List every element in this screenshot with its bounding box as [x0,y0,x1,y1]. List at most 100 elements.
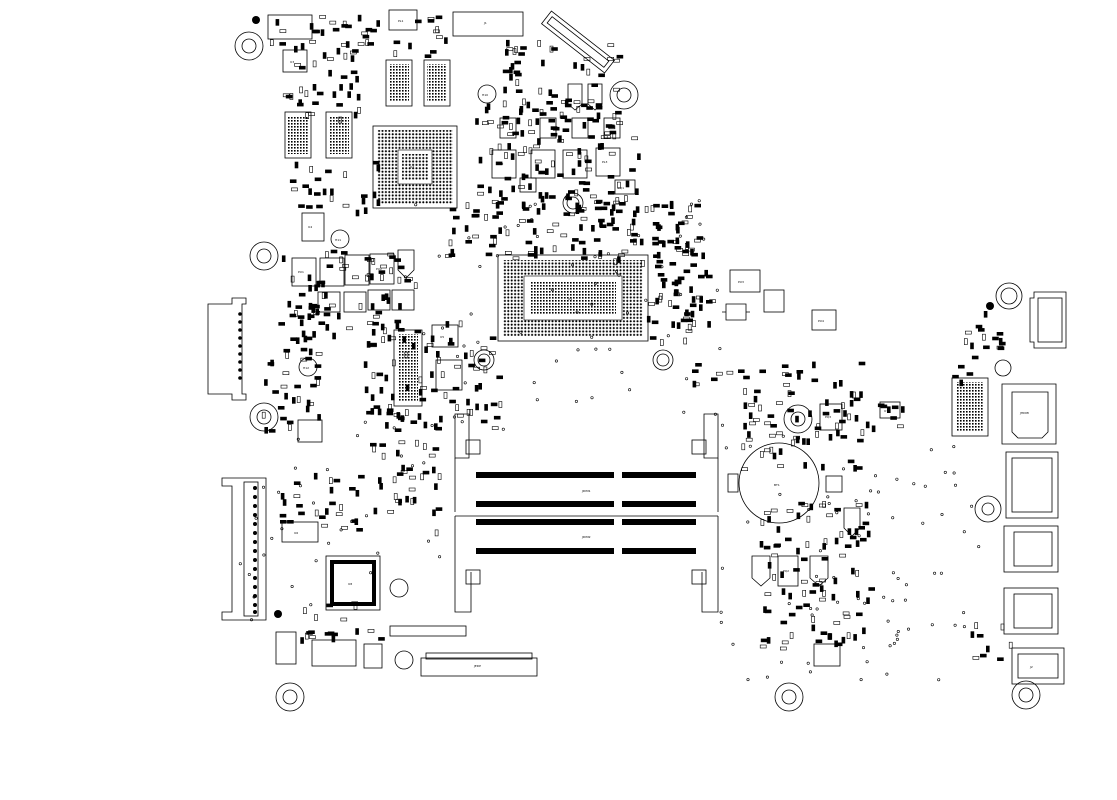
smd-part [496,375,504,380]
smd-part [346,326,353,331]
smd-part [264,379,268,386]
smd-part [315,351,323,356]
smd-part [855,590,860,598]
smd-part [449,399,456,404]
smd-part [314,509,319,517]
smd-part [557,173,564,177]
smd-part [280,384,288,389]
smd-part [488,351,496,355]
smd-part [847,413,851,421]
smd-part [847,528,852,535]
connector [275,631,297,665]
smd-part [833,381,837,389]
smd-part [629,168,636,172]
dimm-contacts [622,519,696,525]
smd-part [594,200,601,204]
smd-part [748,403,756,407]
smd-part [552,222,560,227]
smd-part [862,627,866,635]
smd-part [843,410,847,417]
via [469,312,473,316]
smd-part [523,146,527,153]
smd-part [306,205,313,209]
smd-part [367,258,374,263]
inductor [729,269,761,293]
via [818,549,822,553]
smd-part [544,168,549,175]
smd-part [806,515,811,523]
via-ring [994,359,1012,377]
smd-part [835,422,839,430]
smd-part [998,337,1003,345]
smd-part [395,322,400,330]
component-label: PU3 [738,280,744,284]
via [614,269,618,273]
smd-part [427,19,435,23]
smd-part [858,361,866,366]
smd-part [330,188,334,196]
smd-part [871,425,876,433]
smd-part [819,585,824,592]
smd-part [270,359,274,367]
smd-part [469,350,474,357]
smd-part [550,132,558,137]
smd-part [295,305,303,309]
smd-part [769,446,774,454]
smd-part [393,493,398,500]
smd-part [435,507,443,511]
smd-part [781,640,789,645]
smd-part [281,255,286,262]
smd-part [767,561,772,569]
via [355,434,359,438]
via [778,492,782,496]
smd-part [749,421,756,426]
via [896,629,900,633]
smd-part [550,160,555,168]
connector [811,309,837,331]
smd-part [298,65,306,70]
smd-part [309,635,316,639]
smd-part [565,196,572,201]
smd-part [305,112,310,119]
smd-part [363,361,368,368]
smd-part [686,215,693,219]
smd-part [521,201,526,209]
smd-part [682,252,690,256]
smd-part [466,408,471,416]
smd-part [398,303,402,310]
smd-part [617,256,621,263]
mounting-hole [249,241,279,271]
smd-part [290,275,295,283]
smd-part [431,466,436,474]
smd-part [285,352,290,359]
smd-part [607,175,615,179]
smd-part [650,205,655,212]
right-lower-cluster: PQ2 PQ3 PU3 PU4 [722,269,861,667]
smd-part [464,225,469,232]
dimm-contacts [476,501,614,507]
smd-part [287,519,294,524]
via [594,347,598,351]
smd-part [316,91,324,96]
via [836,600,840,604]
smd-part [308,348,313,356]
smd-part [370,303,375,310]
smd-part [370,343,377,348]
smd-part [490,402,498,407]
smd-part [316,280,321,288]
smd-part [764,592,772,597]
smd-part [269,39,274,47]
smd-part [608,151,616,156]
via [933,571,937,575]
via [713,412,717,416]
via [277,490,281,494]
smd-part [838,379,843,387]
smd-part [864,501,869,509]
smd-part [502,100,507,108]
smd-part [491,426,499,430]
smd-part [287,300,292,308]
smd-part [819,578,827,583]
smd-part [616,54,624,59]
smd-part [422,443,427,450]
via [376,551,380,555]
